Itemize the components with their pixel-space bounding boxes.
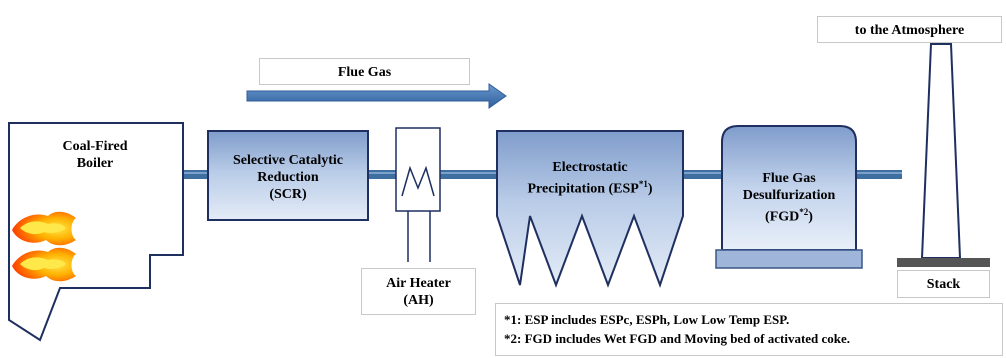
atmosphere-label: to the Atmosphere <box>817 16 1002 43</box>
flame-icon <box>12 247 76 282</box>
esp-label: Electrostatic Precipitation (ESP*1) <box>527 160 653 197</box>
air-heater-label: Air Heater (AH) <box>361 268 476 315</box>
fgd-label: Flue Gas Desulfurization (FGD*2) <box>742 171 836 225</box>
stack-shape <box>920 43 962 259</box>
flue-gas-label: Flue Gas <box>259 58 470 85</box>
fgd-box <box>721 125 857 251</box>
esp-box <box>496 130 684 288</box>
air-heater-unit <box>395 127 441 262</box>
stack-base <box>897 258 990 267</box>
flame-icon <box>12 211 76 246</box>
flow-arrow-icon <box>246 83 507 109</box>
scr-label: Selective Catalytic Reduction (SCR) <box>232 153 343 202</box>
fgd-base <box>715 249 863 269</box>
stack-label: Stack <box>897 270 990 298</box>
scr-box <box>207 130 369 221</box>
footnote-2: *2: FGD includes Wet FGD and Moving bed … <box>504 331 851 346</box>
footnotes: *1: ESP includes ESPc, ESPh, Low Low Tem… <box>495 303 1003 356</box>
footnote-1: *1: ESP includes ESPc, ESPh, Low Low Tem… <box>504 312 790 327</box>
boiler-label: Coal-Fired Boiler <box>62 139 128 171</box>
boiler-shape <box>8 122 184 342</box>
